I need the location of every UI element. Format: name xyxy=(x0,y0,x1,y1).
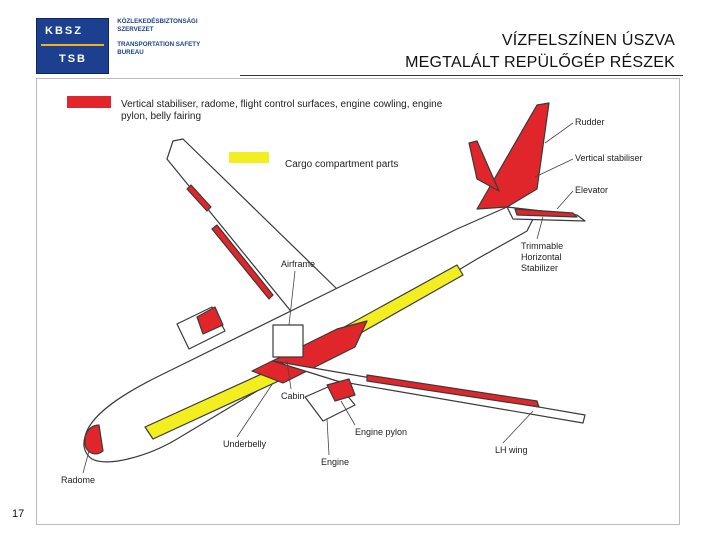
header-rule xyxy=(240,75,683,76)
leader-ths xyxy=(536,216,544,240)
horizontal-stabiliser-right xyxy=(468,140,500,192)
logo-org-hu-2: SZERVEZET xyxy=(117,26,154,33)
logo-org-text: KÖZLEKEDÉSBIZTONSÁGI SZERVEZET TRANSPORT… xyxy=(117,18,236,74)
left-wing-control-surfaces xyxy=(366,374,540,408)
leader-lh-wing xyxy=(502,410,534,444)
leader-rudder xyxy=(544,122,574,144)
callout-underbelly: Underbelly xyxy=(223,439,267,449)
logo-badge: KBSZ TSB xyxy=(36,18,110,74)
right-wing-flap xyxy=(186,184,212,212)
right-wing-control-surfaces xyxy=(211,224,274,300)
leader-underbelly xyxy=(236,382,274,438)
callout-vertical-stabiliser: Vertical stabiliser xyxy=(575,153,643,163)
callout-ths-2: Horizontal xyxy=(521,252,562,262)
airframe-cutaway xyxy=(272,324,304,358)
callout-cabin: Cabin xyxy=(281,391,305,401)
slide-title-line-2: MEGTALÁLT REPÜLŐGÉP RÉSZEK xyxy=(405,54,675,71)
legend-red-label-2: pylon, belly fairing xyxy=(121,111,201,122)
slide-title: VÍZFELSZÍNEN ÚSZVA MEGTALÁLT REPÜLŐGÉP R… xyxy=(405,30,675,74)
leader-vertical-stabiliser xyxy=(534,158,574,178)
callout-airframe: Airframe xyxy=(281,259,315,269)
callout-ths-1: Trimmable xyxy=(521,241,563,251)
logo-badge-top: KBSZ xyxy=(45,25,83,37)
page-number: 17 xyxy=(12,508,25,520)
leader-airframe xyxy=(288,270,296,326)
legend-yellow-swatch xyxy=(229,152,269,163)
logo-stripe xyxy=(41,44,105,46)
callout-radome: Radome xyxy=(61,475,95,485)
leader-engine-pylon xyxy=(340,400,356,426)
callout-rudder: Rudder xyxy=(575,117,605,127)
logo-badge-bottom: TSB xyxy=(59,53,87,65)
left-engine-pylon xyxy=(326,378,356,402)
callout-lh-wing: LH wing xyxy=(495,445,528,455)
right-engine-cowling xyxy=(196,306,224,335)
aircraft-diagram-svg: Vertical stabiliser, radome, flight cont… xyxy=(61,96,643,485)
callout-elevator: Elevator xyxy=(575,185,608,195)
callout-engine: Engine xyxy=(321,457,349,467)
logo-org-en-1: TRANSPORTATION SAFETY xyxy=(117,41,201,48)
logo-org-en-2: BUREAU xyxy=(117,49,144,56)
radome xyxy=(84,424,104,455)
leader-engine xyxy=(326,418,330,456)
kbsz-tsb-logo: KBSZ TSB KÖZLEKEDÉSBIZTONSÁGI SZERVEZET … xyxy=(36,18,236,74)
fuselage xyxy=(83,206,538,463)
callout-engine-pylon: Engine pylon xyxy=(355,427,407,437)
leader-cabin xyxy=(286,360,292,390)
vertical-stabiliser xyxy=(476,102,550,210)
legend-red-swatch xyxy=(67,96,111,108)
callout-ths-3: Stabilizer xyxy=(521,263,558,273)
logo-org-hu-1: KÖZLEKEDÉSBIZTONSÁGI xyxy=(117,18,198,25)
leader-radome xyxy=(82,450,90,474)
legend-red-label-1: Vertical stabiliser, radome, flight cont… xyxy=(121,99,443,110)
legend-yellow-label: Cargo compartment parts xyxy=(285,159,398,170)
aircraft-diagram: Vertical stabiliser, radome, flight cont… xyxy=(36,78,680,525)
slide-title-line-1: VÍZFELSZÍNEN ÚSZVA xyxy=(501,32,675,49)
leader-elevator xyxy=(556,190,574,210)
belly-fairing xyxy=(251,320,368,384)
elevator xyxy=(514,208,578,218)
